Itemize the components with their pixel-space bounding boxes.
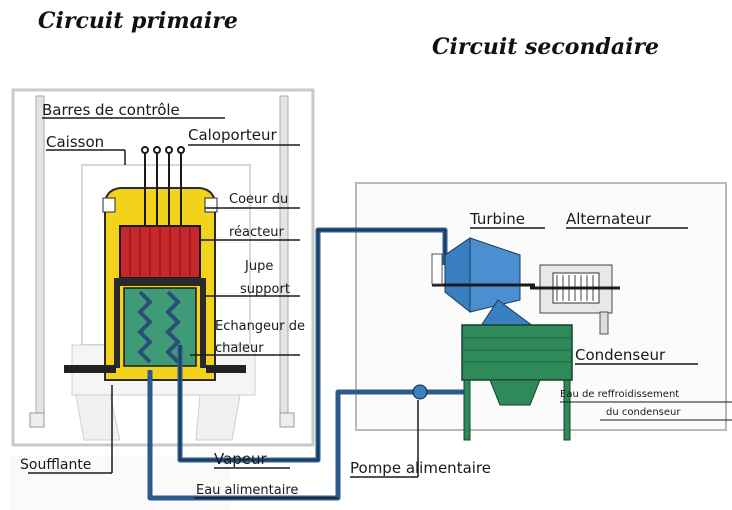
alternator	[530, 264, 620, 335]
feed-pump	[412, 384, 428, 400]
label-soufflante: Soufflante	[20, 457, 91, 473]
condenser	[461, 324, 573, 441]
label-eau-refroid-2: du condenseur	[606, 407, 681, 418]
label-eau-refroid-1: Eau de reffroidissement	[560, 389, 679, 400]
label-barres: Barres de contrôle	[42, 101, 180, 119]
label-echangeur-1: Echangeur de	[215, 319, 305, 334]
pipe-outlines	[179, 229, 446, 461]
label-caisson: Caisson	[46, 133, 104, 151]
label-jupe-2: support	[240, 282, 290, 297]
label-caloporteur: Caloporteur	[188, 126, 277, 144]
label-alternateur: Alternateur	[566, 210, 652, 228]
label-pompe: Pompe alimentaire	[350, 459, 491, 477]
secondary-circuit-title: Circuit secondaire	[432, 34, 660, 60]
control-rods	[141, 146, 185, 228]
label-condenseur: Condenseur	[575, 346, 666, 364]
support-skirt	[114, 278, 206, 368]
label-jupe-1: Jupe	[244, 259, 273, 274]
diagram-labels: Barres de contrôle Caisson Caloporteur C…	[20, 101, 732, 498]
primary-circuit-title: Circuit primaire	[38, 8, 238, 34]
label-coeur-1: Coeur du	[229, 192, 288, 207]
leader-lines	[28, 117, 698, 499]
label-eau-alimentaire: Eau alimentaire	[196, 483, 298, 498]
heat-exchanger	[123, 287, 197, 367]
label-turbine: Turbine	[469, 210, 525, 228]
label-coeur-2: réacteur	[229, 225, 285, 240]
feedwater-pipe	[147, 370, 470, 501]
reactor-building-frame	[10, 88, 315, 510]
ground-beams	[64, 365, 246, 373]
label-vapeur: Vapeur	[214, 450, 268, 468]
reactor-core	[119, 225, 201, 279]
label-echangeur-2: chaleur	[215, 341, 264, 356]
